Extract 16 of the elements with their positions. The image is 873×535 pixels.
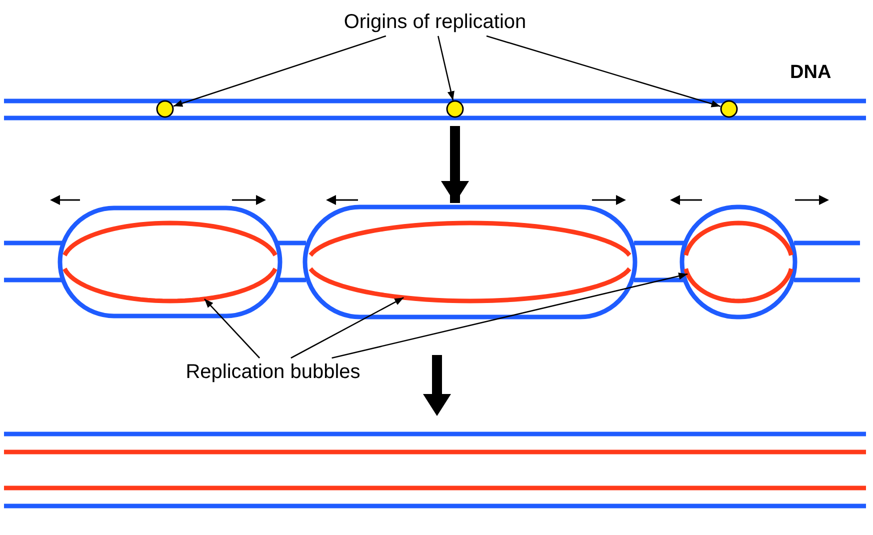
leader-line [290,297,404,359]
leader-line [204,298,260,358]
leader-line [332,272,688,359]
leader-line [438,36,454,100]
step-arrow [441,126,469,203]
replication-bubble [58,206,282,318]
origin-marker [156,100,174,118]
callout-label: Origins of replication [300,8,570,36]
callout-label: Replication bubbles [158,358,388,386]
origin-marker [446,100,464,118]
replication-bubble [303,205,637,319]
strand-label: DNA [790,62,832,84]
leader-line [173,35,386,107]
origin-marker [720,100,738,118]
replication-bubble [680,205,797,319]
leader-line [486,35,721,108]
